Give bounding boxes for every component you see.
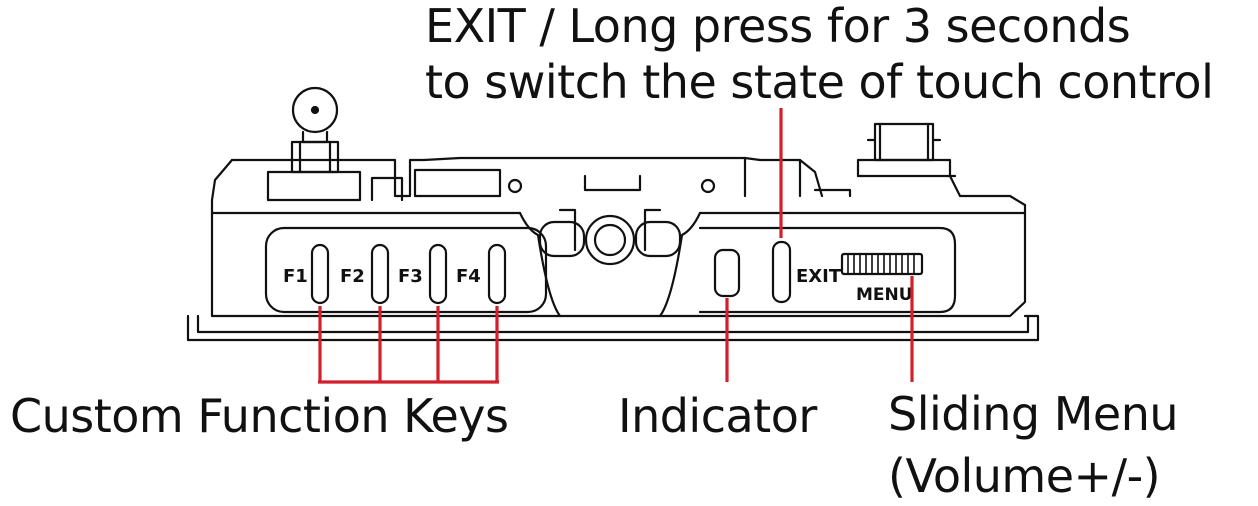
f1-label: F1 [283, 266, 308, 287]
exit-callout-line2: to switch the state of touch control [425, 55, 1214, 109]
right-port-connector [856, 122, 957, 178]
device-front-face [186, 203, 1040, 342]
f1-key[interactable] [310, 243, 330, 305]
f2-label: F2 [340, 266, 365, 287]
f4-key[interactable] [487, 243, 507, 305]
sliding-menu-wheel[interactable] [840, 252, 924, 276]
f3-key[interactable] [428, 243, 448, 305]
antenna-connector [266, 86, 362, 202]
exit-key[interactable] [771, 240, 792, 304]
sliding-menu-callout-line2: (Volume+/-) [888, 449, 1161, 503]
indicator-led [713, 248, 741, 298]
f4-label: F4 [456, 266, 481, 287]
indicator-callout: Indicator [618, 389, 817, 443]
f3-label: F3 [398, 266, 423, 287]
custom-function-keys-callout: Custom Function Keys [10, 389, 509, 443]
exit-label: EXIT [796, 266, 842, 287]
menu-label: MENU [856, 285, 913, 305]
sliding-menu-callout-line1: Sliding Menu [888, 387, 1179, 441]
exit-callout-line1: EXIT / Long press for 3 seconds [425, 0, 1131, 53]
device-top-body [210, 156, 1027, 215]
custom-keys-leader-line [318, 306, 499, 384]
f2-key[interactable] [370, 243, 390, 305]
leader-lines [318, 108, 914, 384]
